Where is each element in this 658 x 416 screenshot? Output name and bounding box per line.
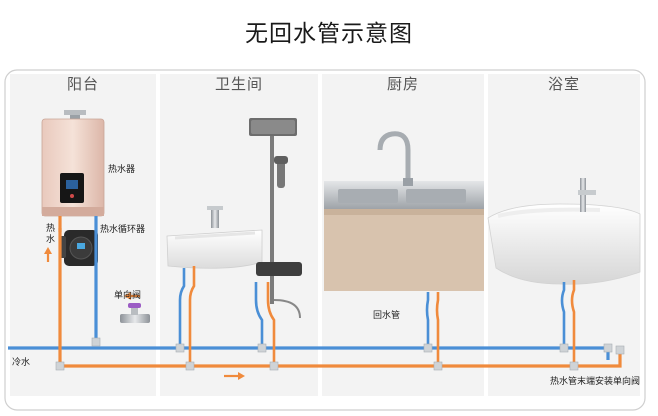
- label-water-heater: 热水器: [108, 165, 136, 175]
- kitchen-sink: [324, 181, 484, 291]
- hot-main-pipe: [58, 228, 622, 368]
- tub-faucet: [578, 178, 596, 212]
- room-label-kitchen: 厨房: [386, 75, 419, 93]
- bathtub: [487, 203, 641, 285]
- label-check-valve: 单向阀: [114, 291, 142, 301]
- check-valve: [120, 303, 150, 323]
- label-end-check-valve: 热水管末端安装单向阀: [550, 377, 641, 387]
- tub-hot-riser: [570, 280, 576, 366]
- basin-hot-riser: [188, 266, 196, 366]
- room-label-bathroom: 卫生间: [214, 75, 263, 93]
- label-cold-water: 冷水: [12, 358, 31, 368]
- circulation-pump: [60, 230, 98, 266]
- shower-hot-riser: [266, 282, 276, 366]
- shower-set: [249, 118, 302, 319]
- room-label-balcony: 阳台: [66, 75, 99, 93]
- shower-cold-riser: [254, 282, 264, 348]
- label-circulation-pump: 热水循环器: [100, 225, 146, 235]
- arrow-heater-up: [44, 247, 52, 262]
- water-heater: [41, 110, 105, 217]
- tub-cold-riser: [560, 282, 566, 348]
- arrow-hot-flow-right: [224, 372, 245, 380]
- label-return-pipe: 回水管: [373, 311, 401, 321]
- basin-cold-riser: [178, 268, 186, 348]
- pipe-fittings: [55, 337, 625, 371]
- kitchen-cold-riser: [425, 292, 430, 348]
- page-title: 无回水管示意图: [245, 21, 413, 47]
- kitchen-hot-riser: [435, 292, 440, 366]
- kitchen-faucet: [377, 131, 413, 186]
- arrow-check-valve-left: [124, 292, 140, 300]
- label-hot-water: 热水: [46, 224, 56, 245]
- room-label-shower-room: 浴室: [547, 75, 580, 93]
